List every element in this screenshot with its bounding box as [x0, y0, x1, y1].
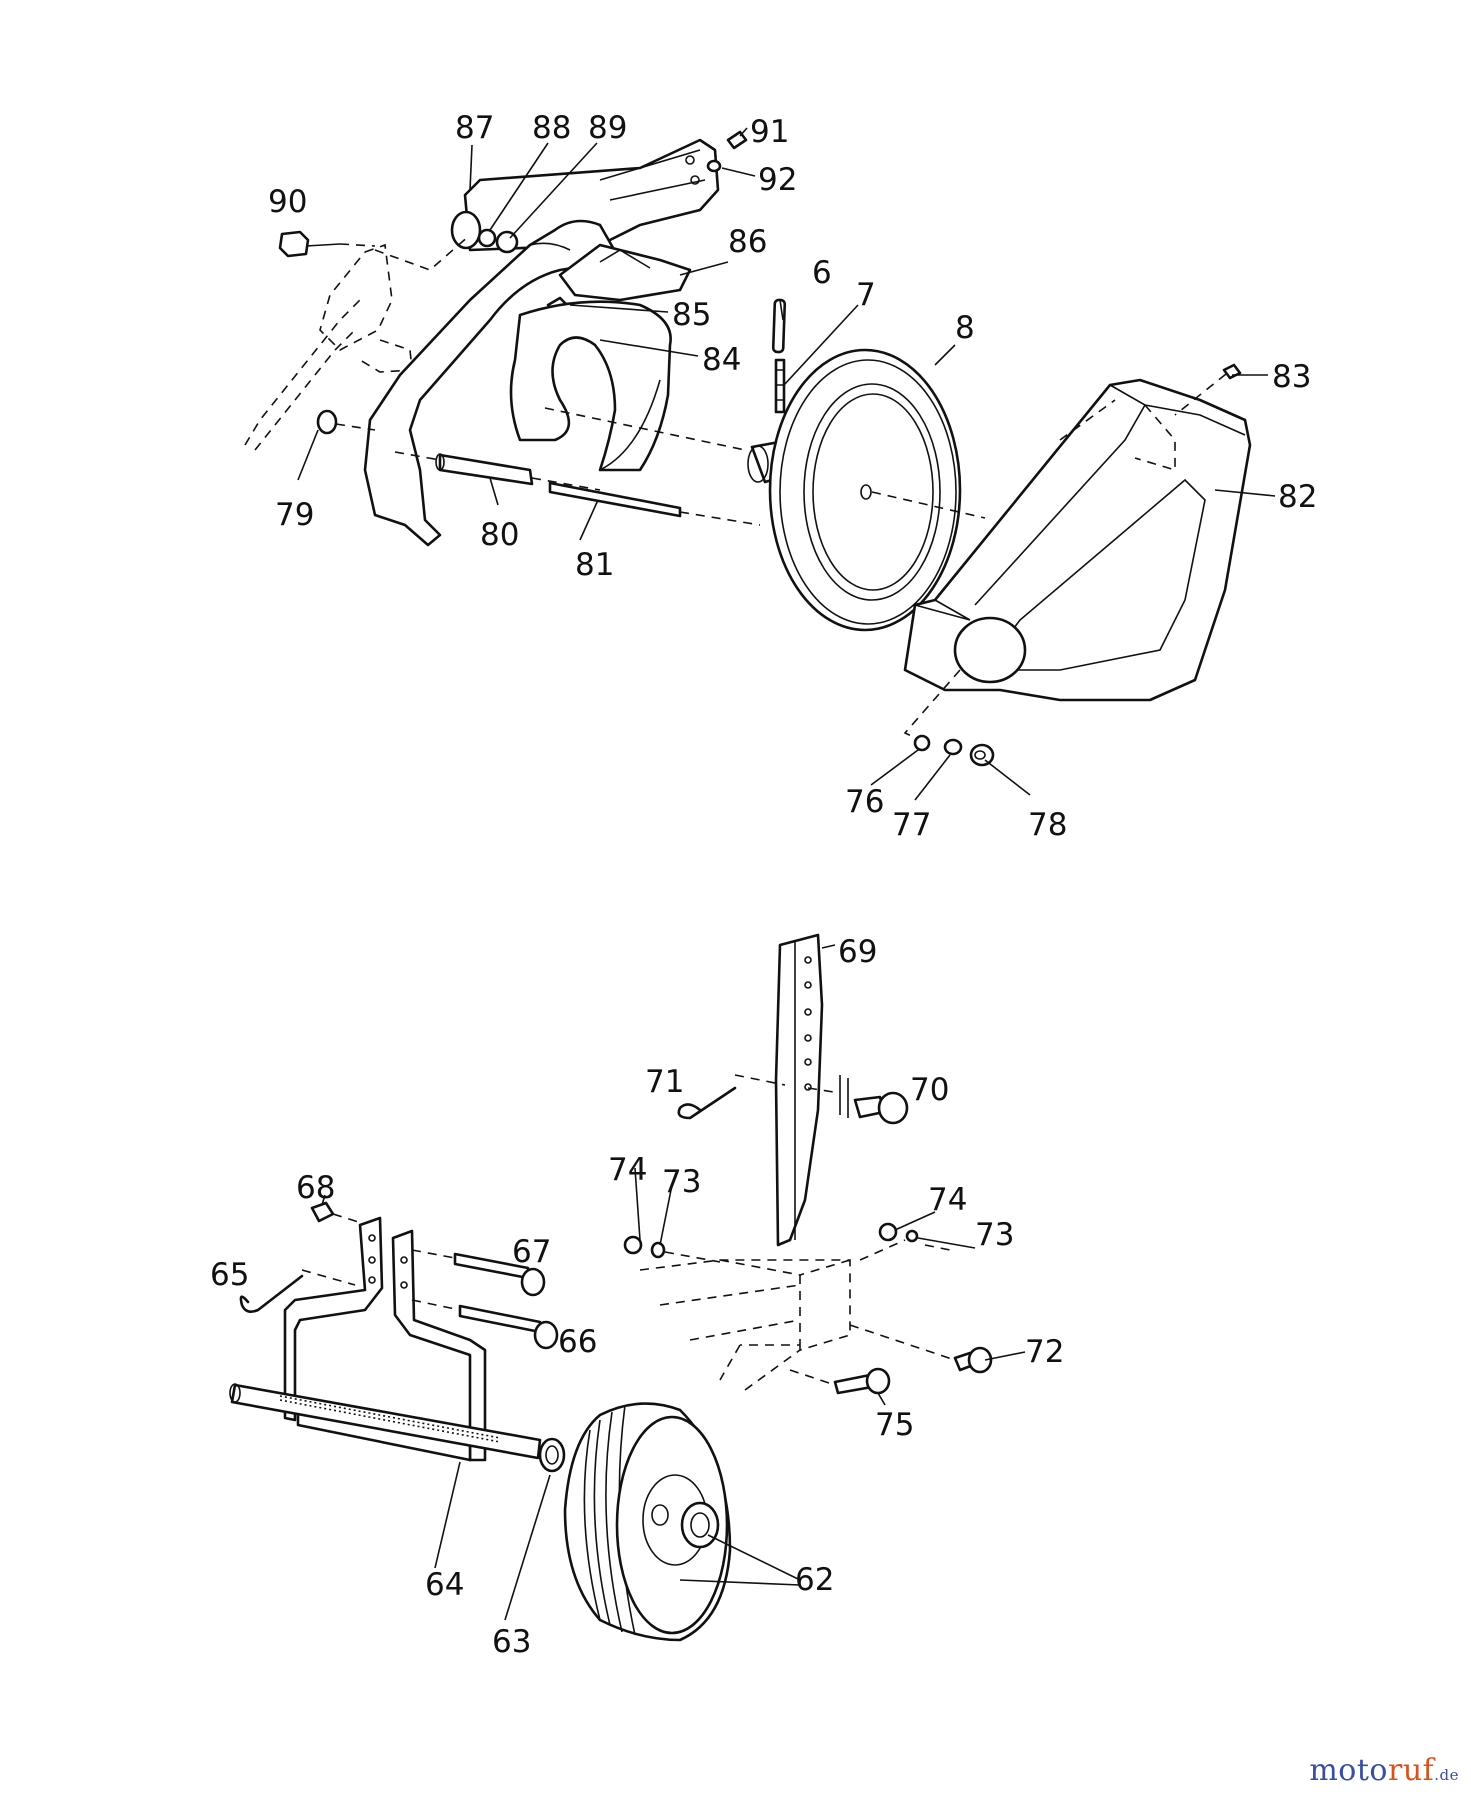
callout-63: 63 [492, 1624, 531, 1660]
bolt-91 [726, 130, 748, 150]
callout-83: 83 [1272, 359, 1311, 395]
callout-62: 62 [795, 1562, 834, 1598]
callout-8: 8 [955, 310, 975, 346]
callout-92: 92 [758, 162, 797, 198]
callout-6: 6 [812, 255, 832, 291]
nut-78 [969, 743, 995, 767]
washer-73b [905, 1229, 919, 1243]
callout-90: 90 [268, 184, 307, 220]
clip-65 [239, 1274, 304, 1313]
callout-70: 70 [910, 1072, 949, 1108]
washer-88 [450, 210, 482, 250]
holder-86 [558, 243, 692, 302]
callout-74a: 74 [608, 1152, 647, 1188]
screw-83 [1222, 363, 1242, 380]
watermark-part3: .de [1434, 1766, 1459, 1784]
sleeve-80 [438, 453, 534, 486]
callout-75: 75 [875, 1407, 914, 1443]
lever-dashed [319, 243, 393, 351]
leader-lines [297, 127, 1276, 1621]
callout-78: 78 [1028, 807, 1067, 843]
bracket-mount [639, 1259, 851, 1352]
washer-73a [650, 1241, 666, 1259]
callout-73a: 73 [662, 1164, 701, 1200]
bolt-90 [278, 230, 310, 258]
callout-91: 91 [750, 114, 789, 150]
callout-69: 69 [838, 934, 877, 970]
callout-labels: 87 88 89 91 92 90 86 6 7 8 85 84 83 82 7… [210, 110, 1317, 1660]
pin-6 [771, 298, 787, 354]
wheel-hub [680, 1501, 720, 1549]
nut-74a [623, 1235, 643, 1255]
clip-71 [677, 1086, 737, 1120]
bolt-66 [458, 1304, 542, 1334]
callout-74b: 74 [928, 1182, 967, 1218]
nut-88 [477, 228, 497, 248]
callout-72: 72 [1025, 1334, 1064, 1370]
watermark-part2: ruf [1387, 1753, 1435, 1788]
callout-85: 85 [672, 297, 711, 333]
motoruf-watermark: motoruf.de [1309, 1753, 1459, 1788]
callout-88: 88 [532, 110, 571, 146]
callout-84: 84 [702, 342, 741, 378]
callout-81: 81 [575, 547, 614, 583]
pulley-disc-8-outer [768, 348, 962, 632]
nut-89 [495, 230, 519, 254]
callout-89: 89 [588, 110, 627, 146]
cover-boss [953, 616, 1027, 684]
watermark-part1: moto [1309, 1753, 1388, 1788]
callout-86: 86 [728, 224, 767, 260]
callout-67: 67 [512, 1234, 551, 1270]
callout-71: 71 [645, 1064, 684, 1100]
axle-tube-64 [230, 1383, 542, 1460]
scraper-blade-84 [509, 300, 672, 472]
washer-92 [706, 159, 722, 173]
callout-87: 87 [455, 110, 494, 146]
callout-66: 66 [558, 1324, 597, 1360]
callout-65: 65 [210, 1257, 249, 1293]
spring-dashed [244, 299, 361, 446]
lower-assembly [229, 933, 993, 1642]
callout-77: 77 [892, 807, 931, 843]
callout-80: 80 [480, 517, 519, 553]
wheel-bracket-left [283, 1216, 384, 1422]
callout-68: 68 [296, 1170, 335, 1206]
callout-7: 7 [856, 277, 876, 313]
upper-assembly [244, 130, 1252, 767]
callout-82: 82 [1278, 479, 1317, 515]
nut-74b [878, 1222, 898, 1242]
washer-63 [538, 1437, 566, 1473]
washer-77 [943, 738, 963, 756]
washer-76 [913, 734, 931, 752]
callout-73b: 73 [975, 1217, 1014, 1253]
callout-79: 79 [275, 497, 314, 533]
depth-stake-69 [774, 933, 824, 1247]
callout-64: 64 [425, 1567, 464, 1603]
callout-76: 76 [845, 784, 884, 820]
washer-79 [316, 409, 338, 435]
shaft-81 [548, 481, 682, 518]
wheel-rim [615, 1415, 729, 1635]
roll-pin-7 [774, 358, 786, 414]
